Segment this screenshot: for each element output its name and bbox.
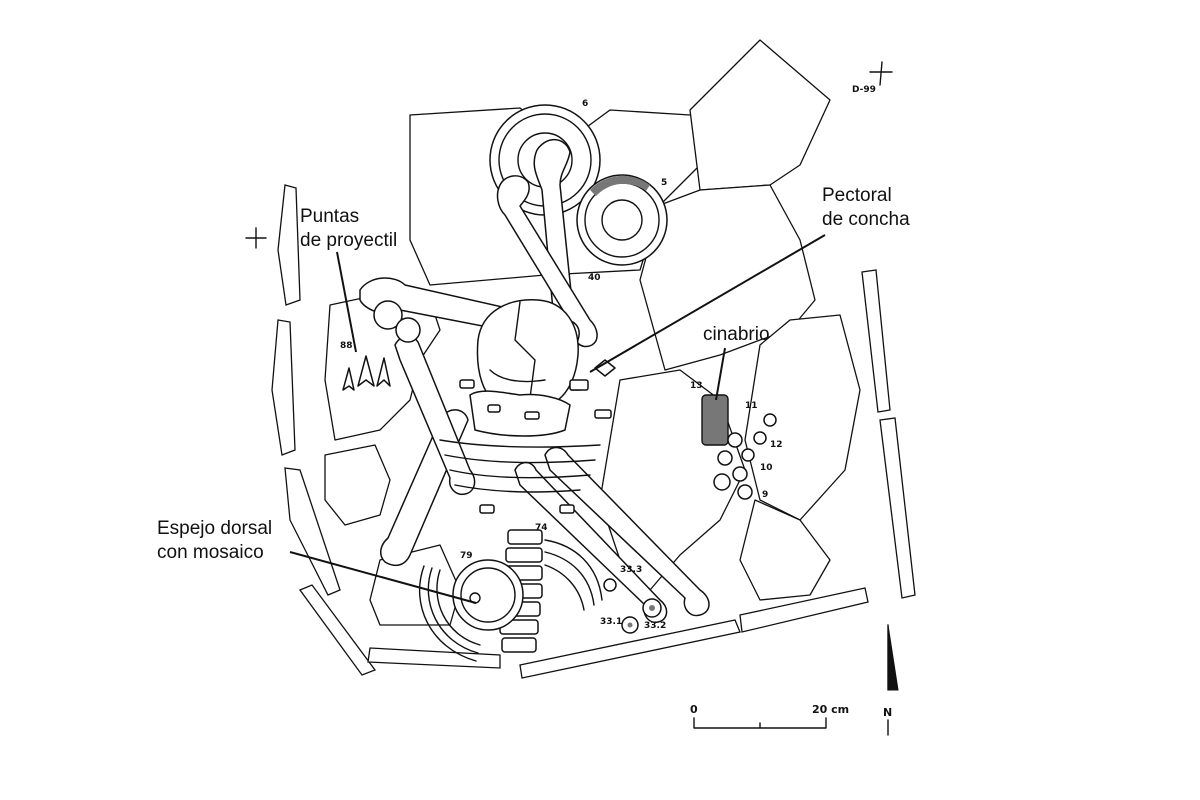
north-label: N xyxy=(883,706,892,719)
grid-corner-mark: D-99 xyxy=(852,61,893,95)
annotation-puntas: Puntas de proyectil xyxy=(300,206,397,353)
scale-start: 0 xyxy=(690,703,698,716)
slab-southwest xyxy=(298,584,377,676)
north-arrow-icon: N xyxy=(883,624,899,736)
label-cinabrio: cinabrio xyxy=(703,324,770,345)
slab-south-2 xyxy=(519,619,741,679)
item-number-88: 88 xyxy=(340,341,353,351)
shell-pectoral xyxy=(569,359,616,391)
vessel-5 xyxy=(576,174,668,266)
item-number-33-1: 33.1 xyxy=(600,617,622,627)
item-number-9: 9 xyxy=(762,490,768,500)
slab-east-1 xyxy=(861,269,891,413)
mandible-area xyxy=(469,390,571,437)
item-number-13: 13 xyxy=(690,381,703,391)
leader-pectoral xyxy=(589,234,826,373)
item-number-11: 11 xyxy=(745,401,758,411)
projectile-points xyxy=(342,355,391,391)
item-number-6: 6 xyxy=(582,99,588,109)
leader-espejo xyxy=(289,551,477,604)
annotation-cinabrio: cinabrio xyxy=(703,324,770,401)
item-numbers: 6 5 40 88 13 11 12 10 9 74 79 33.3 33.1 … xyxy=(340,99,783,631)
item-number-40: 40 xyxy=(588,273,601,283)
projectile-point-3 xyxy=(376,357,391,387)
leader-puntas xyxy=(336,251,357,353)
beads-bottom xyxy=(603,578,662,634)
item-number-33-2: 33.2 xyxy=(644,621,666,631)
leader-cinabrio xyxy=(715,347,726,401)
slab-south-3 xyxy=(739,587,869,633)
projectile-point-2 xyxy=(357,355,375,387)
dorsal-mirror xyxy=(419,559,524,662)
small-bones-cluster xyxy=(459,379,612,514)
stone-north-right xyxy=(689,39,831,191)
slab-east-2 xyxy=(879,417,916,599)
item-number-33-3: 33.3 xyxy=(620,565,642,575)
cinnabar-block xyxy=(702,395,728,445)
label-pectoral-line1: Pectoral xyxy=(822,185,892,206)
grid-mark-label: D-99 xyxy=(852,85,876,95)
item-number-79: 79 xyxy=(460,551,473,561)
scale-end: 20 cm xyxy=(812,703,849,716)
scale-bar: 0 20 cm xyxy=(690,703,849,729)
slab-west-2 xyxy=(271,319,296,456)
annotation-espejo: Espejo dorsal con mosaico xyxy=(157,518,477,604)
slab-south-1 xyxy=(367,647,501,669)
skeletal-remains xyxy=(359,139,710,653)
label-puntas-line2: de proyectil xyxy=(300,230,397,251)
long-bone-southeast xyxy=(544,446,710,617)
bone-end-left xyxy=(395,317,421,343)
label-espejo-line1: Espejo dorsal xyxy=(157,518,272,539)
label-pectoral-line2: de concha xyxy=(822,209,910,230)
bone-end-top-left xyxy=(373,300,403,330)
slab-west-1 xyxy=(277,184,301,306)
projectile-point-1 xyxy=(342,367,355,391)
annotation-pectoral: Pectoral de concha xyxy=(589,185,910,373)
item-number-10: 10 xyxy=(760,463,773,473)
item-number-74: 74 xyxy=(535,523,548,533)
ribs xyxy=(439,439,603,611)
label-puntas-line1: Puntas xyxy=(300,206,359,227)
item-number-12: 12 xyxy=(770,440,783,450)
stone-east-lower xyxy=(739,499,831,601)
stone-west-lower xyxy=(324,444,391,526)
slab-west-3 xyxy=(284,467,341,596)
item-number-5: 5 xyxy=(661,178,667,188)
cist-slabs xyxy=(271,184,916,679)
cinnabar-deposit xyxy=(701,394,777,500)
label-espejo-line2: con mosaico xyxy=(157,542,264,563)
registration-cross-icon xyxy=(245,227,267,249)
femur-diagonal xyxy=(496,175,598,348)
